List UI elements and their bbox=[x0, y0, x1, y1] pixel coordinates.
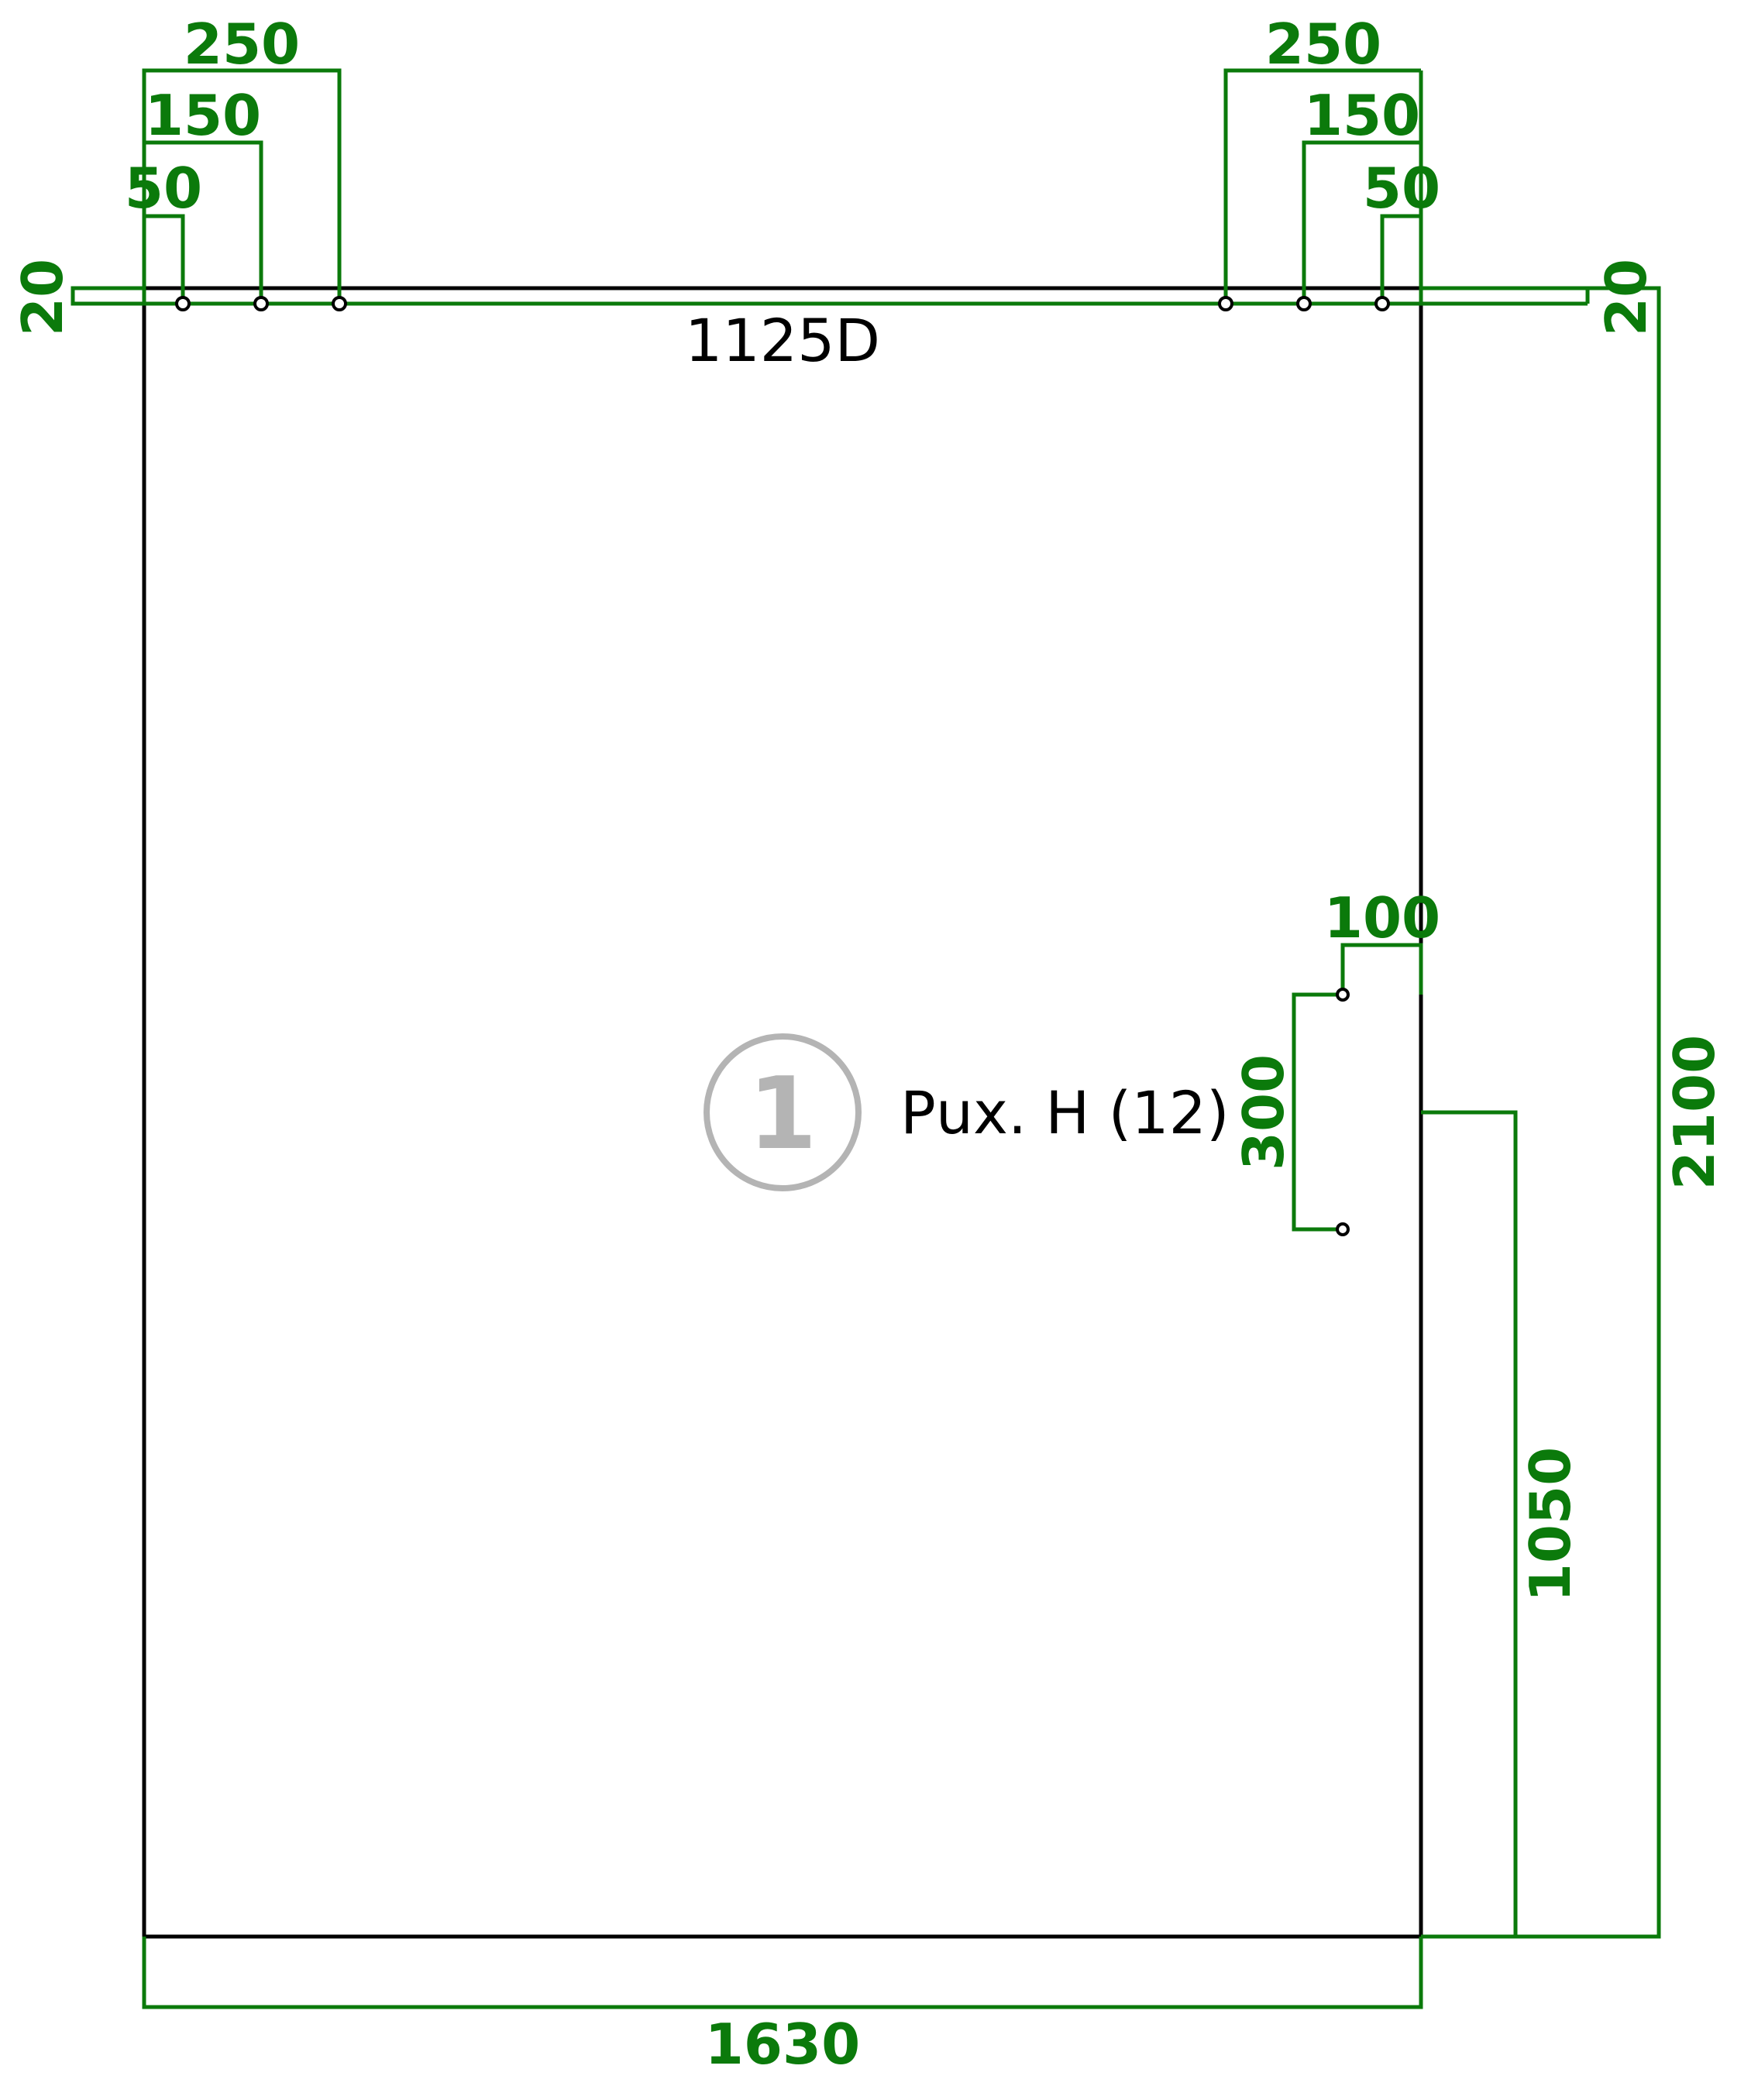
hole-top-left-50 bbox=[175, 296, 191, 311]
hole-handle-upper bbox=[1336, 988, 1350, 1002]
dim-top-right-50-label: 50 bbox=[1363, 156, 1440, 221]
dim-height-2100-label: 2100 bbox=[1662, 1035, 1727, 1190]
dim-top-left-150-bracket bbox=[144, 140, 263, 304]
dim-top-left-250-label: 250 bbox=[184, 12, 300, 77]
hole-top-right-150 bbox=[1296, 296, 1312, 311]
part-number-badge-label: 1 bbox=[748, 1057, 817, 1172]
dim-handle-height-1050-bracket bbox=[1421, 1110, 1518, 1937]
hole-top-left-150 bbox=[253, 296, 269, 311]
hole-handle-lower bbox=[1336, 1222, 1350, 1236]
dim-handle-offset-100-label: 100 bbox=[1324, 885, 1440, 950]
hole-top-right-50 bbox=[1374, 296, 1390, 311]
dim-top-left-250-bracket bbox=[142, 68, 342, 304]
hole-top-right-250 bbox=[1218, 296, 1233, 311]
part-number-badge bbox=[704, 1033, 862, 1191]
dim-top-right-150-label: 150 bbox=[1304, 83, 1420, 148]
dim-handle-offset-100-bracket bbox=[1340, 943, 1423, 995]
dim-width-1630-label: 1630 bbox=[705, 2012, 860, 2077]
dim-height-2100-bracket bbox=[1421, 286, 1661, 1939]
dim-right-20-label: 20 bbox=[1594, 259, 1659, 336]
dim-handle-spacing-300-label: 300 bbox=[1231, 1054, 1296, 1170]
dim-top-right-250-label: 250 bbox=[1265, 12, 1381, 77]
hole-top-left-250 bbox=[332, 296, 347, 311]
dim-width-1630-bracket bbox=[142, 1937, 1423, 2009]
part-code-label: 1125D bbox=[685, 306, 880, 375]
dim-top-left-50-label: 50 bbox=[125, 156, 202, 221]
dim-left-20-label: 20 bbox=[10, 259, 75, 336]
dim-top-right-250-bracket bbox=[1223, 68, 1421, 304]
dim-top-left-50-bracket bbox=[144, 214, 185, 304]
dim-top-right-150-bracket bbox=[1302, 140, 1421, 304]
dim-top-right-50-bracket bbox=[1380, 214, 1421, 304]
dim-top-left-150-label: 150 bbox=[145, 83, 261, 148]
dim-handle-spacing-300-bracket bbox=[1292, 992, 1343, 1232]
dim-right-20-bracket bbox=[1421, 286, 1590, 304]
part-description-label: Рuх. Н (12) bbox=[900, 1078, 1230, 1147]
dim-handle-height-1050-label: 1050 bbox=[1518, 1447, 1583, 1602]
dim-left-20-bracket bbox=[71, 286, 144, 306]
